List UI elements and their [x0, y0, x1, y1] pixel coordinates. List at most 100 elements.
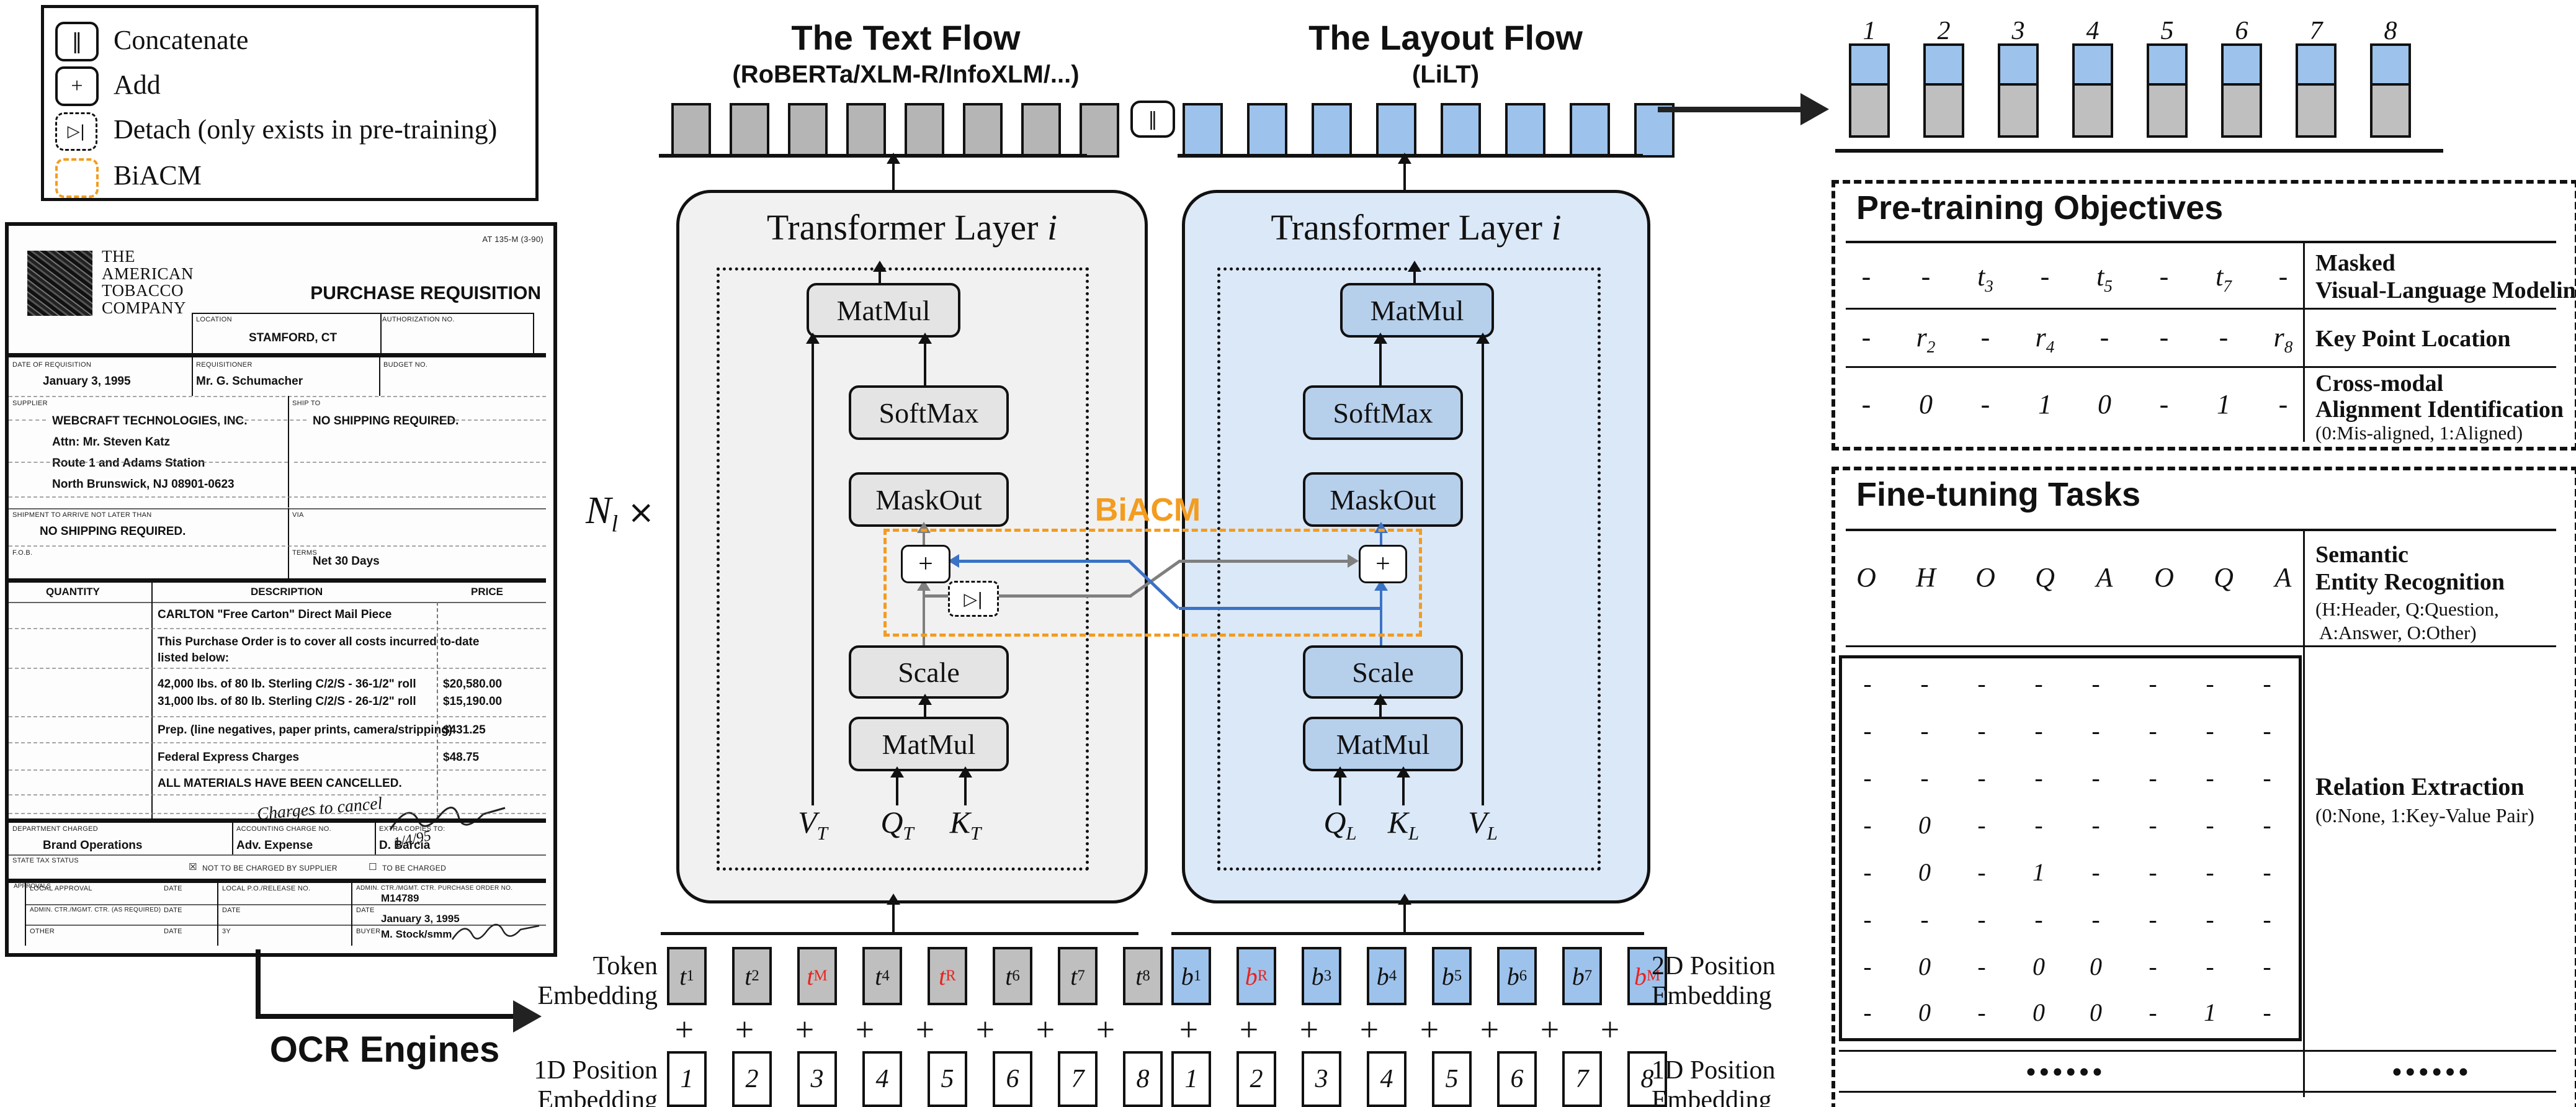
arrow-head [1374, 694, 1387, 705]
kpl-cells: -r2-r4---r8 [1836, 321, 2313, 357]
purchase-order-label: ADMIN. CTR./MGMT. CTR. PURCHASE ORDER NO… [356, 885, 513, 892]
mvlm-cell: - [2278, 261, 2288, 292]
fused-bar: 2 [1923, 16, 1964, 138]
concatenate-node: ‖ [1130, 101, 1175, 138]
cmai-cell: - [1980, 389, 1990, 419]
pos1d-box: 6 [1497, 1051, 1537, 1107]
matrix-cell: - [1863, 717, 1872, 745]
layout-flow-title: The Layout Flow [1308, 18, 1583, 57]
mvlm-cell: t3 [1977, 261, 1993, 295]
matrix-cell: - [2263, 858, 2271, 886]
matrix-cell: - [1977, 670, 1986, 697]
company-line: THE [102, 247, 135, 266]
arrow-head [806, 333, 820, 344]
fused-bar-text-seg [2072, 86, 2113, 138]
via-label: VIA [292, 511, 304, 519]
rule [294, 462, 546, 463]
fused-bars-underline [1835, 149, 2443, 153]
fused-bar: 3 [1998, 16, 2039, 138]
date-column-label: DATE [164, 907, 182, 914]
text-matmul-bottom-block: MatMul [849, 717, 1009, 771]
rule [25, 904, 546, 905]
description-header: DESCRIPTION [251, 586, 323, 598]
biacm-icon [55, 158, 99, 198]
divider [151, 578, 153, 818]
matrix-cell: - [2091, 905, 2100, 933]
fused-bar-index: 8 [2384, 17, 2397, 45]
local-po-label: LOCAL P.O./RELEASE NO. [222, 885, 311, 892]
divider [232, 823, 233, 854]
cross-blue-line [958, 560, 1130, 563]
matrix-cell: - [2149, 670, 2157, 697]
matrix-cell: - [2149, 998, 2157, 1026]
add-symbol: + [1420, 1011, 1439, 1048]
add-symbol: + [915, 1011, 935, 1048]
matrix-cell: 1 [2204, 998, 2216, 1026]
legend-label-detach: Detach (only exists in pre-training) [114, 114, 498, 145]
matrix-cell: - [2263, 811, 2271, 839]
rule [1846, 241, 2556, 243]
matrix-cell: - [2149, 858, 2157, 886]
supplier-line: Route 1 and Adams Station [52, 457, 205, 470]
date-column-label: DATE [222, 907, 241, 914]
pos1d-box: 8 [1627, 1051, 1667, 1107]
add-symbol: + [674, 1011, 694, 1048]
add-symbol: + [1540, 1011, 1560, 1048]
fused-bar-layout-seg [2221, 43, 2262, 86]
kpl-cell: - [2219, 322, 2229, 352]
text-query-label: QT [880, 805, 914, 844]
arrow-line [923, 588, 925, 645]
arrow-head [1408, 261, 1421, 272]
item-price: $431.25 [443, 724, 486, 737]
arrow-line [1413, 268, 1416, 283]
pos1d-box: 4 [862, 1051, 902, 1107]
layout-output-bar [1505, 103, 1545, 158]
rule [232, 419, 306, 421]
matrix-cell: - [2034, 764, 2043, 792]
arrow-head [1398, 894, 1411, 905]
kpl-label: Key Point Location [2315, 326, 2511, 352]
text-detach-node: ▷| [948, 581, 999, 617]
divider [351, 883, 352, 946]
matrix-row: -0-1---- [1839, 858, 2296, 887]
fused-bar-index: 4 [2086, 17, 2100, 45]
fused-bar-text-seg [2221, 86, 2262, 138]
item-price: $15,190.00 [443, 695, 503, 708]
layout-flow-subtitle: (LiLT) [1411, 61, 1480, 88]
divider [9, 578, 546, 583]
supplier-line: Attn: Mr. Steven Katz [52, 436, 171, 449]
matrix-cell: - [1863, 670, 1872, 697]
pos1d-box: 3 [1302, 1051, 1341, 1107]
layout-output-bar [1376, 103, 1416, 158]
rule [9, 813, 546, 814]
rule [9, 769, 546, 771]
fused-bar-text-seg [1998, 86, 2039, 138]
date-column-label: DATE [164, 928, 182, 935]
arrow-head [887, 153, 900, 164]
terms-value: Net 30 Days [313, 555, 380, 568]
arrow-head [1374, 333, 1387, 344]
divider [379, 357, 380, 396]
cmai-cell: - [2278, 389, 2288, 419]
cmai-label: Alignment Identification [2315, 397, 2564, 423]
kpl-cell: - [1980, 322, 1990, 352]
layout-output-bar [1183, 103, 1223, 158]
divider [288, 508, 289, 578]
text-value-label: VT [798, 805, 828, 844]
shipment-label: SHIPMENT TO ARRIVE NOT LATER THAN [12, 511, 152, 519]
item-desc: Prep. (line negatives, paper prints, cam… [158, 724, 453, 737]
matrix-cell: - [1920, 670, 1929, 697]
item-price: $20,580.00 [443, 678, 503, 691]
fused-output-bars: 1 2 3 4 5 6 7 8 [1849, 16, 2411, 138]
mvlm-cell: - [1861, 261, 1871, 292]
matrix-cell: - [2091, 811, 2100, 839]
ser-cell: O [2154, 562, 2174, 593]
pos1d-box: 7 [1562, 1051, 1602, 1107]
cross-gray-line [995, 594, 1132, 598]
